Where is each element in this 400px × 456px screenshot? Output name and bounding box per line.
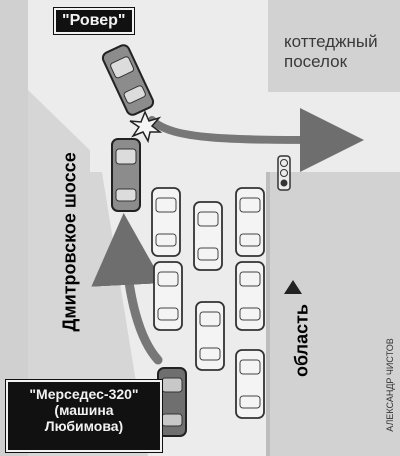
mercedes-label-model: "Мерседес-320": [29, 386, 139, 402]
credit-label: АЛЕКСАНДР ЧИСТОВ: [385, 338, 395, 432]
mercedes-car: [157, 367, 187, 437]
struck-car: [111, 138, 141, 212]
queue-car: [193, 201, 223, 271]
rover-label: "Ровер": [53, 7, 135, 35]
mercedes-label-note-2: Любимова): [44, 418, 124, 434]
rover-path-arrow: [148, 107, 364, 172]
highway-label: Дмитровское шоссе: [59, 152, 80, 332]
traffic-light-icon: [277, 155, 291, 191]
queue-car: [153, 261, 183, 331]
mercedes-label-note-1: (машина: [54, 402, 114, 418]
cottage-label-line2: поселок: [284, 52, 348, 71]
queue-car: [151, 187, 181, 257]
direction-arrow-icon: [284, 280, 302, 294]
rover-car: [101, 44, 155, 116]
cottage-label-line1: коттеджный: [284, 32, 378, 51]
collision-burst-icon: [129, 110, 163, 144]
queue-car: [195, 301, 225, 371]
oblast-label: область: [291, 304, 312, 378]
car-queue: [151, 187, 265, 419]
cottage-area: [268, 0, 400, 92]
queue-car: [235, 261, 265, 331]
mercedes-label: "Мерседес-320" (машина Любимова): [5, 379, 163, 453]
queue-car: [235, 187, 265, 257]
road-edge-right: [266, 172, 270, 456]
queue-car: [235, 349, 265, 419]
mercedes-path-arrow: [91, 213, 164, 365]
oblast-area: [268, 172, 400, 456]
